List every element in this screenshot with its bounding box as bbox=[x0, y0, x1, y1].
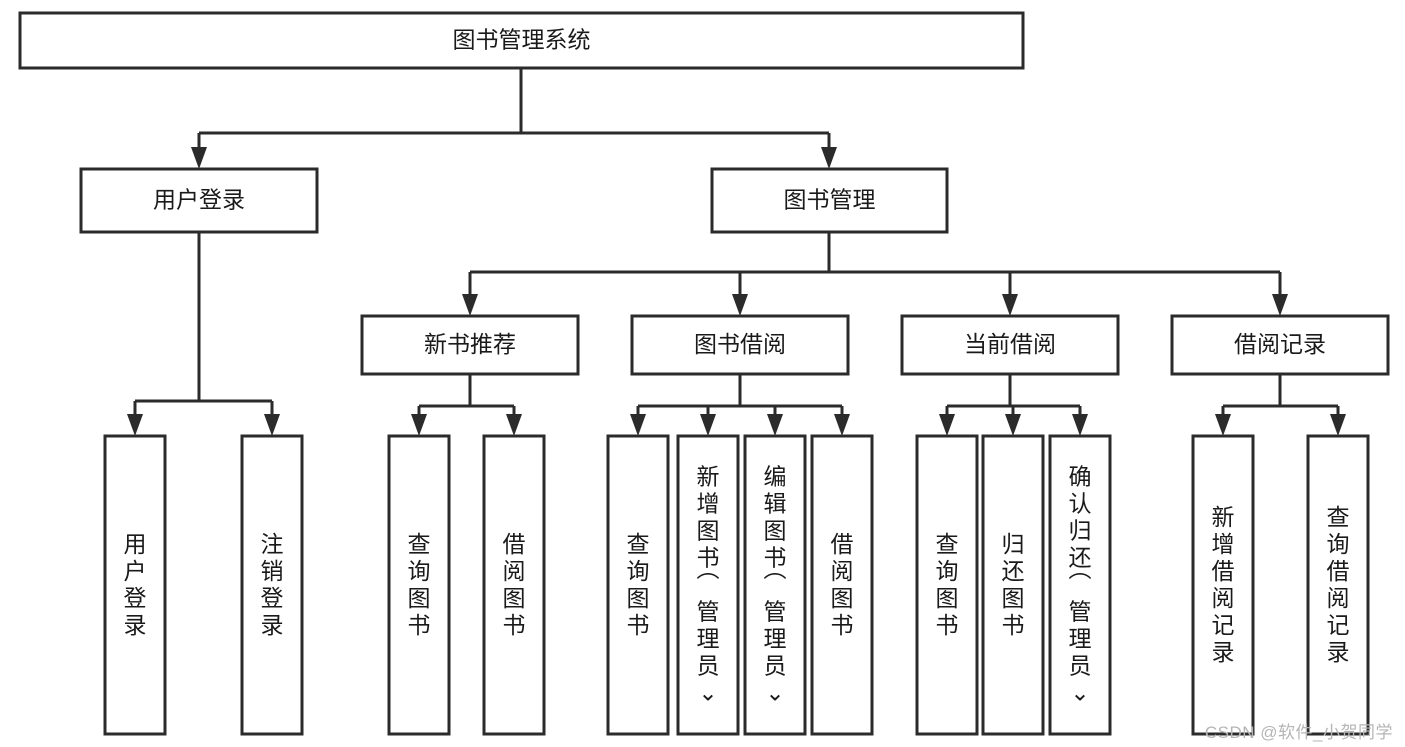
node-label-borrow-records: 借阅记录 bbox=[1234, 331, 1326, 357]
node-label-book-management: 图书管理 bbox=[784, 187, 876, 213]
node-leaf-edit-book-admin[interactable]: 编辑图书⌒管理员⌄ bbox=[743, 434, 807, 736]
node-leaf-query-borrow-record[interactable]: 查询借阅记录 bbox=[1306, 434, 1370, 736]
node-label-user-login: 用户登录 bbox=[153, 187, 245, 213]
node-label-book-borrow: 图书借阅 bbox=[694, 331, 786, 357]
node-box-leaf-query-borrow-record[interactable] bbox=[1306, 434, 1370, 736]
arrow-head-icon bbox=[834, 414, 850, 436]
node-box-current-borrow[interactable] bbox=[900, 314, 1120, 376]
connector-root-bus bbox=[191, 68, 837, 169]
node-box-leaf-borrow-book[interactable] bbox=[810, 434, 874, 736]
arrow-head-icon bbox=[630, 414, 646, 436]
watermark-text: CSDN @软件_小贺同学 bbox=[1204, 723, 1393, 742]
node-label-leaf-edit-book-admin: 编辑图书⌒管理员⌄ bbox=[764, 464, 787, 706]
arrow-head-icon bbox=[506, 414, 522, 436]
node-leaf-return-book[interactable]: 归还图书 bbox=[981, 434, 1045, 736]
node-label-leaf-return-book: 归还图书 bbox=[1002, 531, 1025, 638]
arrow-head-icon bbox=[462, 294, 478, 316]
arrow-head-icon bbox=[1005, 414, 1021, 436]
node-label-leaf-borrow-book-recommend: 借阅图书 bbox=[503, 531, 526, 638]
node-label-leaf-query-book-recommend: 查询图书 bbox=[408, 531, 431, 638]
arrow-head-icon bbox=[1072, 414, 1088, 436]
arrow-head-icon bbox=[411, 414, 427, 436]
connector-new-book-bus bbox=[411, 374, 522, 436]
arrow-head-icon bbox=[1002, 294, 1018, 316]
node-leaf-user-login[interactable]: 用户登录 bbox=[103, 434, 167, 736]
arrow-head-icon bbox=[1330, 414, 1346, 436]
connector-user-login-bus bbox=[127, 232, 280, 436]
node-label-leaf-query-book-current: 查询图书 bbox=[936, 531, 959, 638]
node-box-leaf-add-book-admin[interactable] bbox=[676, 434, 740, 736]
nodes-layer: 图书管理系统用户登录图书管理新书推荐图书借阅当前借阅借阅记录用户登录注销登录查询… bbox=[18, 11, 1390, 736]
node-label-new-book-recommend: 新书推荐 bbox=[424, 331, 516, 357]
node-label-leaf-borrow-book: 借阅图书 bbox=[831, 531, 854, 638]
arrow-head-icon bbox=[939, 414, 955, 436]
node-current-borrow[interactable]: 当前借阅 bbox=[900, 314, 1120, 376]
node-leaf-add-borrow-record[interactable]: 新增借阅记录 bbox=[1191, 434, 1255, 736]
node-label-current-borrow: 当前借阅 bbox=[964, 331, 1056, 357]
node-box-book-borrow[interactable] bbox=[630, 314, 850, 376]
node-book-borrow[interactable]: 图书借阅 bbox=[630, 314, 850, 376]
node-book-management[interactable]: 图书管理 bbox=[710, 167, 949, 234]
arrow-head-icon bbox=[1272, 294, 1288, 316]
node-box-leaf-edit-book-admin[interactable] bbox=[743, 434, 807, 736]
node-box-leaf-logout-login[interactable] bbox=[240, 434, 304, 736]
node-box-user-login[interactable] bbox=[79, 167, 319, 234]
node-label-leaf-user-login: 用户登录 bbox=[124, 531, 147, 638]
connectors-layer bbox=[127, 68, 1346, 436]
node-root[interactable]: 图书管理系统 bbox=[18, 11, 1025, 70]
node-box-leaf-confirm-return-admin[interactable] bbox=[1048, 434, 1112, 736]
node-box-leaf-query-book-current[interactable] bbox=[915, 434, 979, 736]
node-leaf-query-book-borrow[interactable]: 查询图书 bbox=[606, 434, 670, 736]
arrow-head-icon bbox=[264, 414, 280, 436]
node-leaf-add-book-admin[interactable]: 新增图书⌒管理员⌄ bbox=[676, 434, 740, 736]
node-leaf-borrow-book[interactable]: 借阅图书 bbox=[810, 434, 874, 736]
node-box-leaf-user-login[interactable] bbox=[103, 434, 167, 736]
node-box-root[interactable] bbox=[18, 11, 1025, 70]
arrow-head-icon bbox=[127, 414, 143, 436]
arrow-head-icon bbox=[700, 414, 716, 436]
node-leaf-borrow-book-recommend[interactable]: 借阅图书 bbox=[482, 434, 546, 736]
node-box-book-management[interactable] bbox=[710, 167, 949, 234]
arrow-head-icon bbox=[821, 147, 837, 169]
connector-current-borrow-bus bbox=[939, 374, 1088, 436]
node-box-leaf-query-book-recommend[interactable] bbox=[387, 434, 451, 736]
node-box-leaf-borrow-book-recommend[interactable] bbox=[482, 434, 546, 736]
connector-borrow-records-bus bbox=[1215, 374, 1346, 436]
node-box-new-book-recommend[interactable] bbox=[360, 314, 580, 376]
node-user-login[interactable]: 用户登录 bbox=[79, 167, 319, 234]
node-box-leaf-query-book-borrow[interactable] bbox=[606, 434, 670, 736]
arrow-head-icon bbox=[732, 294, 748, 316]
node-leaf-query-book-current[interactable]: 查询图书 bbox=[915, 434, 979, 736]
arrow-head-icon bbox=[1215, 414, 1231, 436]
arrow-head-icon bbox=[191, 147, 207, 169]
node-label-leaf-add-book-admin: 新增图书⌒管理员⌄ bbox=[697, 464, 720, 706]
node-label-leaf-confirm-return-admin: 确认归还⌒管理员⌄ bbox=[1069, 464, 1092, 706]
node-leaf-logout-login[interactable]: 注销登录 bbox=[240, 434, 304, 736]
node-borrow-records[interactable]: 借阅记录 bbox=[1170, 314, 1390, 376]
node-label-leaf-logout-login: 注销登录 bbox=[261, 531, 284, 638]
arrow-head-icon bbox=[767, 414, 783, 436]
connector-book-management-bus bbox=[462, 232, 1288, 316]
node-label-leaf-query-borrow-record: 查询借阅记录 bbox=[1327, 504, 1350, 665]
node-label-leaf-query-book-borrow: 查询图书 bbox=[627, 531, 650, 638]
node-label-leaf-add-borrow-record: 新增借阅记录 bbox=[1212, 504, 1235, 665]
node-box-leaf-add-borrow-record[interactable] bbox=[1191, 434, 1255, 736]
node-label-root: 图书管理系统 bbox=[453, 27, 591, 53]
node-leaf-query-book-recommend[interactable]: 查询图书 bbox=[387, 434, 451, 736]
node-box-borrow-records[interactable] bbox=[1170, 314, 1390, 376]
node-box-leaf-return-book[interactable] bbox=[981, 434, 1045, 736]
node-new-book-recommend[interactable]: 新书推荐 bbox=[360, 314, 580, 376]
node-leaf-confirm-return-admin[interactable]: 确认归还⌒管理员⌄ bbox=[1048, 434, 1112, 736]
connector-book-borrow-bus bbox=[630, 374, 850, 436]
